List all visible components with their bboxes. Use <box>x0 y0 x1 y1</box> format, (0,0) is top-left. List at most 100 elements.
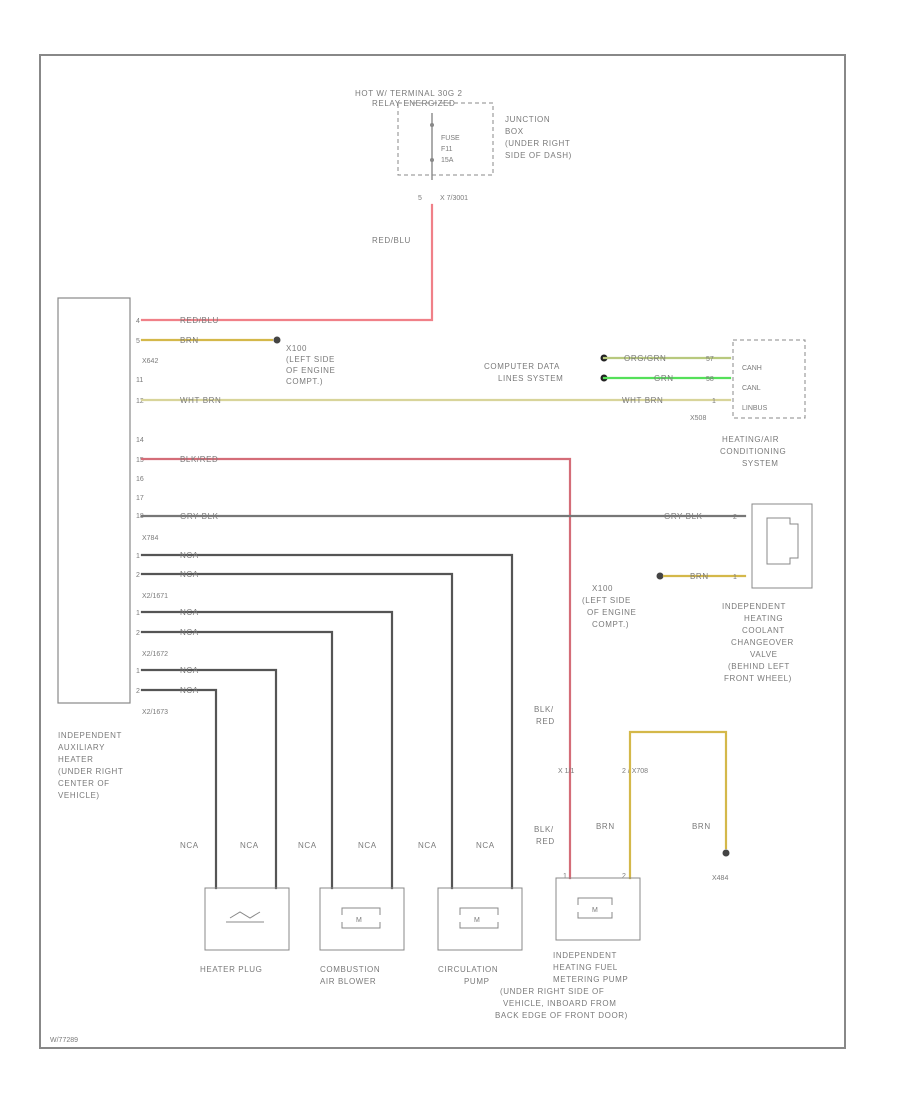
hvac-pin-58: 58 <box>706 376 714 383</box>
heater-name-2: AUXILIARY <box>58 743 105 752</box>
wire-nca-x1672-2 <box>140 688 218 890</box>
wire-label-brn-valve: BRN <box>690 572 709 581</box>
wire-label-nca-5: NCA <box>180 666 199 675</box>
fuse-amperage: 15A <box>441 157 454 164</box>
wire-nca-x1671-2 <box>140 630 334 890</box>
wire-label-red-blu: RED/BLU <box>180 316 219 325</box>
junction-connector: X 7/3001 <box>440 195 468 202</box>
wire-label-blk-red-pump-2a: BLK/ <box>534 825 554 834</box>
x1672-pin-2: 2 <box>136 688 140 695</box>
connector-x2-1671: X2/1671 <box>142 593 168 600</box>
pin-15: 15 <box>136 457 144 464</box>
connector-x2-1672: X2/1672 <box>142 651 168 658</box>
ground-1-line-3: OF ENGINE <box>286 366 335 375</box>
pump-symbol <box>577 897 613 919</box>
heater-plug-box <box>204 887 290 951</box>
valve-box <box>751 503 813 589</box>
wire-nca-x784-2 <box>140 572 454 890</box>
junction-box-name-3: (UNDER RIGHT <box>505 139 570 148</box>
wire-label-brn: BRN <box>180 336 199 345</box>
pump-pin-2: 2 <box>622 873 626 880</box>
valve-name-1: INDEPENDENT <box>722 602 786 611</box>
wire-red-blu <box>140 203 434 322</box>
wire-label-nca-6: NCA <box>180 686 199 695</box>
connector-x784: X784 <box>142 535 158 542</box>
heater-unit-box <box>57 297 131 704</box>
hvac-pin-1: 1 <box>712 398 716 405</box>
hvac-module-outline <box>732 339 806 419</box>
fuel-pump: BLK/ RED BLK/ RED X 1/1 2 / X708 BRN BRN… <box>495 705 730 1020</box>
heater-name-1: INDEPENDENT <box>58 731 122 740</box>
circ-pump-box <box>437 887 523 951</box>
circ-pump-wire-2: NCA <box>476 841 495 850</box>
blower-wire-1: NCA <box>298 841 317 850</box>
fuse-node-bottom <box>430 158 434 162</box>
ground-point-3 <box>722 849 730 857</box>
junction-box-name-2: BOX <box>505 127 524 136</box>
pin-11: 11 <box>136 377 143 384</box>
heater-plug-wire-1: NCA <box>180 841 199 850</box>
pump-box <box>555 877 641 941</box>
heater-name-6: VEHICLE) <box>58 791 100 800</box>
circ-pump-name-1: CIRCULATION <box>438 965 498 974</box>
valve-name-3: COOLANT <box>742 626 785 635</box>
valve-name-5: VALVE <box>750 650 778 659</box>
data-lines-label-1: COMPUTER DATA <box>484 362 560 371</box>
heater-name-5: CENTER OF <box>58 779 110 788</box>
blower-wire-2: NCA <box>358 841 377 850</box>
wire-label-wht-brn-right: WHT BRN <box>622 396 663 405</box>
heater-plug: NCA NCA HEATER PLUG <box>180 841 290 974</box>
pump-name-5: VEHICLE, INBOARD FROM <box>503 999 617 1008</box>
heater-unit-name: INDEPENDENT AUXILIARY HEATER (UNDER RIGH… <box>58 731 123 800</box>
blower-motor-mark: M <box>356 917 362 924</box>
circ-pump-name-2: PUMP <box>464 977 490 986</box>
junction-pin: 5 <box>418 195 422 202</box>
x1672-pin-1: 1 <box>136 668 140 675</box>
pump-pin-1: 1 <box>563 873 567 880</box>
ground-2-line-4: COMPT.) <box>592 620 629 629</box>
ground-1-line-4: COMPT.) <box>286 377 323 386</box>
connector-x508: X508 <box>690 415 706 422</box>
connector-x642: X642 <box>142 358 158 365</box>
junction-box-outline <box>397 102 494 176</box>
junction-box-name-4: SIDE OF DASH) <box>505 151 572 160</box>
valve-name-7: FRONT WHEEL) <box>724 674 792 683</box>
valve-name-6: (BEHIND LEFT <box>728 662 790 671</box>
wire-label-red-blu-top: RED/BLU <box>372 236 411 245</box>
valve-pin-2: 2 <box>733 514 737 521</box>
pump-name-4: (UNDER RIGHT SIDE OF <box>500 987 604 996</box>
heater-plug-name: HEATER PLUG <box>200 965 262 974</box>
wire-blk-red <box>140 457 572 880</box>
supply-label: HOT W/ TERMINAL 30G 2 <box>355 89 463 98</box>
ground-point-1 <box>273 336 281 344</box>
wire-label-grn: GRN <box>654 374 674 383</box>
wire-nca-x1672-1 <box>140 668 278 890</box>
heater-pins: 4 RED/BLU 5 BRN X100 (LEFT SIDE OF ENGIN… <box>136 316 747 890</box>
junction-box: HOT W/ TERMINAL 30G 2 RELAY ENERGIZED FU… <box>355 89 572 245</box>
circ-pump-motor-mark: M <box>474 917 480 924</box>
wire-label-nca-3: NCA <box>180 608 199 617</box>
wire-label-nca-4: NCA <box>180 628 199 637</box>
diagram-id: W/77289 <box>50 1037 78 1044</box>
blower-name-2: AIR BLOWER <box>320 977 376 986</box>
pump-name-1: INDEPENDENT <box>553 951 617 960</box>
ground-2-line-3: OF ENGINE <box>587 608 636 617</box>
blower-symbol <box>341 907 381 929</box>
hvac-pin-57: 57 <box>706 356 714 363</box>
pin-14: 14 <box>136 437 144 444</box>
data-lines: COMPUTER DATA LINES SYSTEM ORG/GRN GRN W… <box>484 339 806 468</box>
pump-name-2: HEATING FUEL <box>553 963 618 972</box>
wire-label-nca-2: NCA <box>180 570 199 579</box>
can-l: CANL <box>742 385 761 392</box>
wire-label-gry-blk-left: GRY BLK <box>180 512 219 521</box>
x1671-pin-1: 1 <box>136 610 140 617</box>
wire-label-brn-pump-1: BRN <box>596 822 615 831</box>
wire-nca-x784-1 <box>140 553 514 890</box>
wire-label-gry-blk-right: GRY BLK <box>664 512 703 521</box>
heater-name-3: HEATER <box>58 755 93 764</box>
pump-motor-mark: M <box>592 907 598 914</box>
pin-17: 17 <box>136 495 144 502</box>
wire-label-org-grn: ORG/GRN <box>624 354 666 363</box>
pump-name-6: BACK EDGE OF FRONT DOOR) <box>495 1011 628 1020</box>
